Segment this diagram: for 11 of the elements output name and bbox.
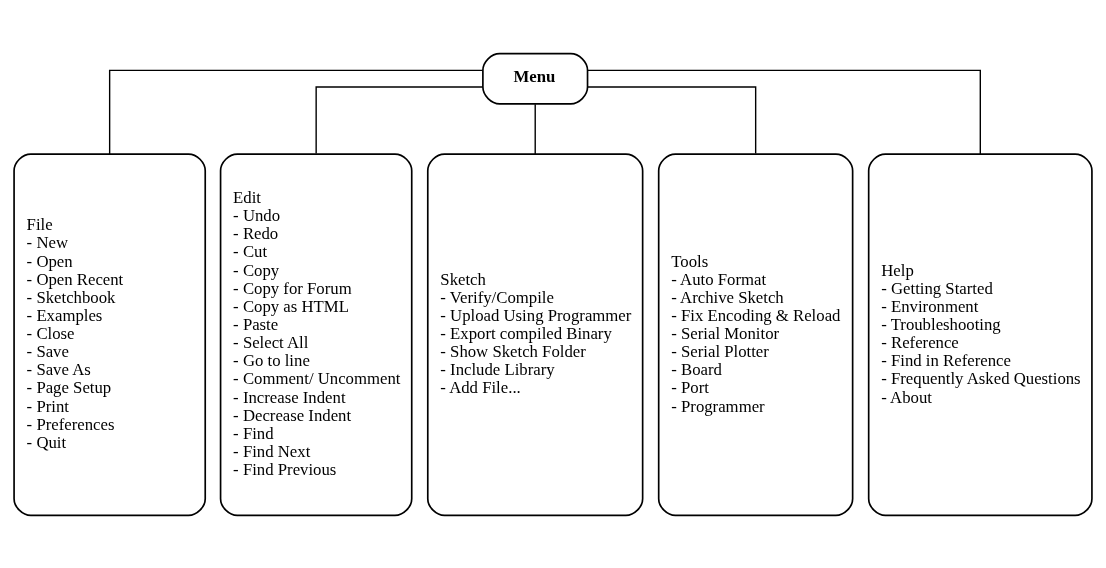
- node-box: File - New - Open - Open Recent - Sketchbook - Examples - Close - Save - Save As - Page Setup - Print - Preferences - Quit: [13, 152, 207, 516]
- connector: [587, 85, 757, 154]
- connector: [586, 69, 981, 155]
- node-box: Sketch - Verify/Compile - Upload Using Programmer - Export compiled Binary - Show Sketch Folder - Include Library - Add File...: [426, 152, 644, 516]
- connector: [108, 69, 484, 155]
- node-box: Menu: [482, 52, 589, 105]
- node-box: Edit - Undo - Redo - Cut - Copy - Copy for Forum - Copy as HTML - Paste - Select All - Go to line - Comment/ Uncomment - Increase Indent - Decrease Indent - Find - Find Next - Find Previous: [219, 152, 413, 516]
- connector: [315, 85, 484, 154]
- node-box: Tools - Auto Format - Archive Sketch - Fix Encoding & Reload - Serial Monitor - Serial Plotter - Board - Port - Programmer: [657, 152, 854, 516]
- node-box: Help - Getting Started - Environment - Troubleshooting - Reference - Find in Reference - Frequently Asked Questions - About: [867, 152, 1093, 516]
- connector: [534, 103, 536, 155]
